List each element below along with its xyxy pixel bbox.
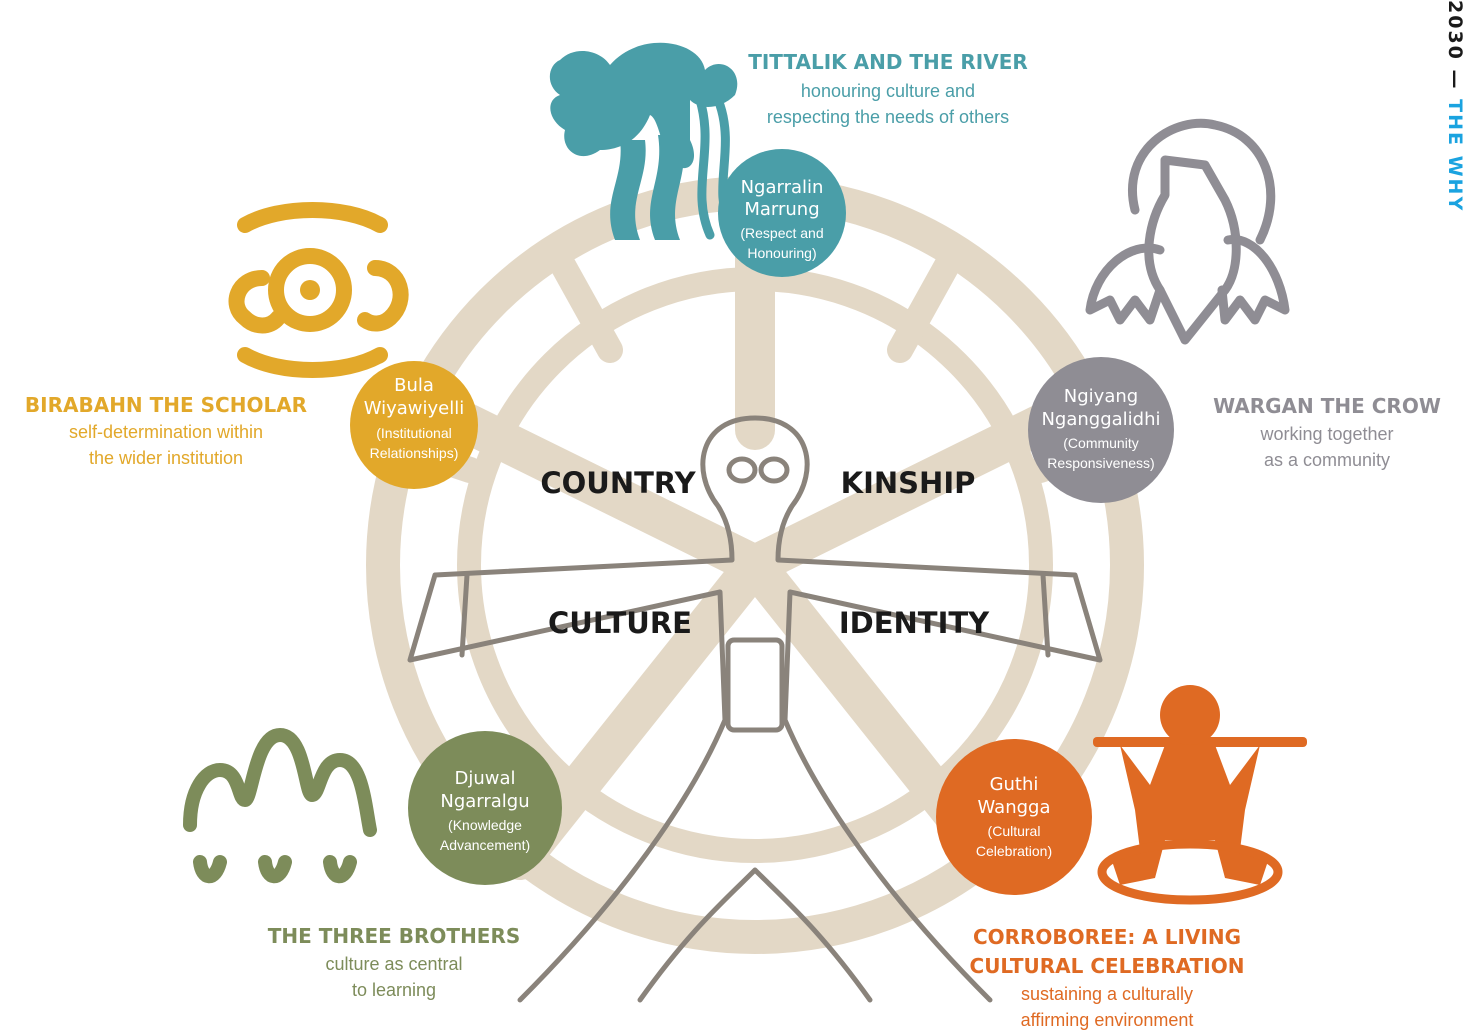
circle-left-fill: [350, 361, 478, 489]
section-brothers: THE THREE BROTHERS culture as central to…: [268, 924, 521, 1000]
circle-right-line1: Ngiyang: [1064, 386, 1138, 407]
corroboree-title-1: CORROBOREE: A LIVING: [973, 925, 1241, 949]
circle-bottom-left-sub2: Advancement): [440, 837, 530, 853]
circle-right-fill: [1028, 357, 1174, 503]
circle-bottom-right-fill: [936, 739, 1092, 895]
side-section-label: 2030 — THE WHY: [1444, 0, 1466, 212]
circle-djuwal: Djuwal Ngarralgu (Knowledge Advancement): [408, 731, 562, 885]
circle-left-line1: Bula: [394, 375, 434, 396]
circle-bottom-left-line2: Ngarralgu: [440, 791, 529, 812]
circle-bula: Bula Wiyawiyelli (Institutional Relation…: [350, 361, 478, 489]
word-kinship: KINSHIP: [841, 466, 976, 500]
circle-top-sub2: Honouring): [747, 245, 816, 261]
word-culture: CULTURE: [548, 606, 692, 640]
brothers-desc-2: to learning: [352, 980, 436, 1000]
circle-bottom-left-line1: Djuwal: [454, 768, 515, 789]
crow-icon: [1085, 118, 1290, 345]
circle-top-line2: Marrung: [744, 199, 819, 220]
three-brothers-icon: [183, 728, 377, 884]
circle-bottom-right-line1: Guthi: [990, 774, 1039, 795]
circle-ngiyang: Ngiyang Nganggalidhi (Community Responsi…: [1028, 357, 1174, 503]
brothers-title: THE THREE BROTHERS: [268, 924, 521, 948]
circle-top-line1: Ngarralin: [741, 177, 824, 198]
circle-left-sub2: Relationships): [370, 445, 459, 461]
circle-guthi: Guthi Wangga (Cultural Celebration): [936, 739, 1092, 895]
circle-left-line2: Wiyawiyelli: [364, 398, 465, 419]
side-label-suffix: THE WHY: [1444, 99, 1466, 213]
circle-right-sub2: Responsiveness): [1047, 455, 1154, 471]
tittalik-desc-2: respecting the needs of others: [767, 107, 1009, 127]
circle-bottom-left-fill: [408, 731, 562, 885]
wargan-desc-2: as a community: [1264, 450, 1390, 470]
circle-top-sub1: (Respect and: [740, 225, 823, 241]
birabahn-desc-1: self-determination within: [69, 422, 263, 442]
circle-right-sub1: (Community: [1063, 435, 1138, 451]
eye-pupil: [300, 280, 320, 300]
brothers-desc-1: culture as central: [325, 954, 462, 974]
wargan-desc-1: working together: [1259, 424, 1393, 444]
circle-bottom-right-line2: Wangga: [978, 797, 1051, 818]
central-figure-icon: [407, 415, 1103, 1003]
wargan-title: WARGAN THE CROW: [1213, 394, 1441, 418]
word-country: COUNTRY: [540, 466, 696, 500]
section-wargan: WARGAN THE CROW working together as a co…: [1213, 394, 1441, 470]
birabahn-desc-2: the wider institution: [89, 448, 243, 468]
corroboree-desc-1: sustaining a culturally: [1021, 984, 1193, 1004]
section-birabahn: BIRABAHN THE SCHOLAR self-determination …: [25, 393, 307, 468]
circle-bottom-right-sub2: Celebration): [976, 843, 1052, 859]
circle-bottom-right-sub1: (Cultural: [988, 823, 1041, 839]
circle-top-fill: [718, 149, 846, 277]
circle-ngarralin: Ngarralin Marrung (Respect and Honouring…: [718, 149, 846, 277]
section-tittalik: TITTALIK AND THE RIVER honouring culture…: [748, 50, 1028, 127]
corroboree-title-2: CULTURAL CELEBRATION: [970, 954, 1245, 978]
circle-bottom-left-sub1: (Knowledge: [448, 817, 522, 833]
dancer-icon: [1093, 685, 1307, 905]
section-corroboree: CORROBOREE: A LIVING CULTURAL CELEBRATIO…: [970, 925, 1245, 1030]
platypus-river-icon: [549, 42, 738, 240]
side-label-prefix: 2030 —: [1444, 0, 1466, 91]
circle-right-line2: Nganggalidhi: [1041, 409, 1160, 430]
birabahn-title: BIRABAHN THE SCHOLAR: [25, 393, 307, 417]
eye-symbol-icon: [228, 202, 409, 378]
word-identity: IDENTITY: [839, 606, 990, 640]
corroboree-desc-2: affirming environment: [1021, 1010, 1194, 1030]
circle-left-sub1: (Institutional: [376, 425, 451, 441]
tittalik-desc-1: honouring culture and: [801, 81, 975, 101]
tittalik-title: TITTALIK AND THE RIVER: [748, 50, 1028, 74]
